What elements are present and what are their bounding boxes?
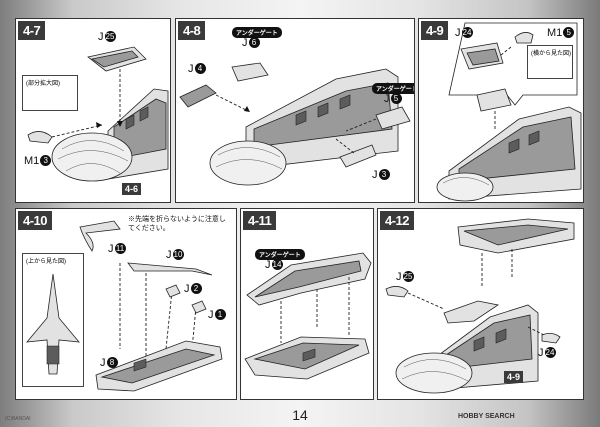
- step-ref-badge: 4-6: [122, 183, 142, 195]
- under-gate-tag: アンダーゲート: [372, 83, 414, 94]
- detail-inset-box: (横から見た図): [527, 45, 573, 79]
- assembly-illustration: [436, 22, 582, 202]
- under-gate-tag: アンダーゲート: [255, 249, 305, 260]
- assembly-illustration: [27, 46, 169, 182]
- watermark-logo: HOBBY SEARCH: [458, 413, 515, 420]
- step-number: 4-11: [243, 211, 277, 230]
- top-view-illustration: [26, 273, 80, 375]
- under-gate-tag: アンダーゲート: [232, 27, 282, 38]
- step-number: 4-10: [18, 211, 53, 230]
- detail-inset-box: (部分拡大図): [22, 75, 78, 111]
- assembly-illustration: [179, 62, 411, 186]
- page-number: 14: [292, 407, 308, 423]
- step-ref-badge: 4-9: [504, 371, 524, 383]
- detail-inset-box: (上から見た図): [22, 253, 84, 387]
- assembly-illustration: [244, 252, 372, 380]
- caution-note: ※先端を折らないように注意してください。: [128, 216, 226, 232]
- assembly-illustration: [79, 220, 223, 392]
- step-number: 4-8: [178, 21, 206, 40]
- step-number: 4-12: [380, 211, 415, 230]
- copyright-text: (C)BANDAI: [5, 416, 31, 422]
- step-number: 4-9: [421, 21, 449, 40]
- step-number: 4-7: [18, 21, 46, 40]
- assembly-illustration: [385, 218, 575, 394]
